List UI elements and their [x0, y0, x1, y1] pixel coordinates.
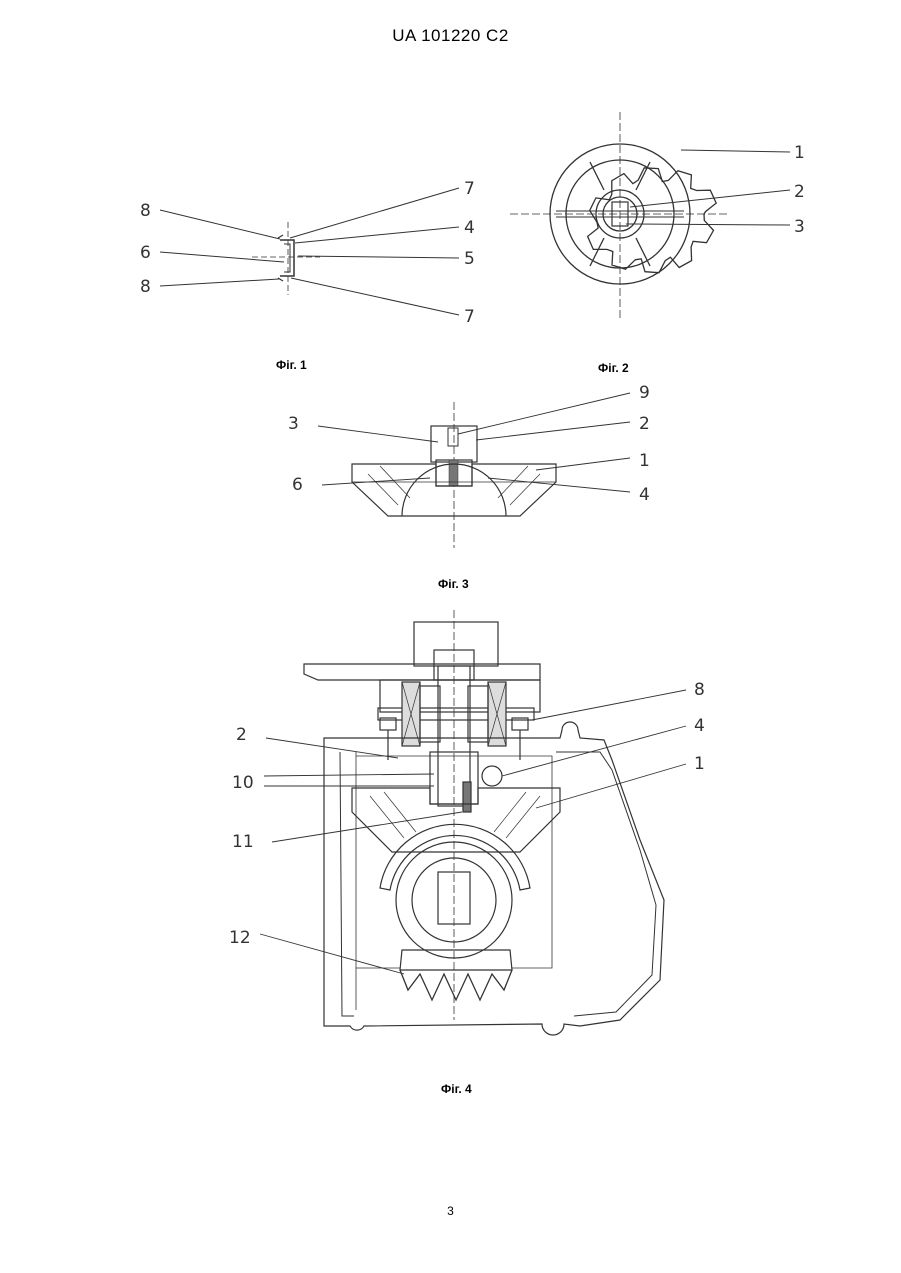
figure-4-drawing [260, 610, 686, 1035]
fig3-label-3: 3 [288, 414, 299, 434]
fig3-label-1: 1 [639, 451, 650, 471]
fig1-label-4: 4 [464, 218, 475, 238]
fig4-label-12: 12 [229, 928, 251, 948]
figure-1-drawing [160, 188, 459, 315]
fig1-label-7-top: 7 [464, 179, 475, 199]
fig3-label-9: 9 [639, 383, 650, 403]
fig4-label-8: 8 [694, 680, 705, 700]
page-number: 3 [0, 1204, 901, 1218]
fig4-label-1: 1 [694, 754, 705, 774]
fig4-label-10: 10 [232, 773, 254, 793]
fig3-label-2: 2 [639, 414, 650, 434]
fig1-label-8-bottom: 8 [140, 277, 151, 297]
fig3-label-6: 6 [292, 475, 303, 495]
fig1-label-5: 5 [464, 249, 475, 269]
fig1-label-6: 6 [140, 243, 151, 263]
fig1-label-7-bottom: 7 [464, 307, 475, 327]
fig4-label-4: 4 [694, 716, 705, 736]
fig3-label-4: 4 [639, 485, 650, 505]
fig2-label-1: 1 [794, 143, 805, 163]
fig2-label-3: 3 [794, 217, 805, 237]
fig2-label-2: 2 [794, 182, 805, 202]
figure-2-drawing [510, 112, 790, 318]
figure-4-caption: Фіг. 4 [441, 1082, 472, 1096]
figure-3-drawing [318, 393, 630, 548]
figure-2-caption: Фіг. 2 [598, 361, 629, 375]
figure-2-labels: 1 2 3 [794, 143, 805, 237]
fig4-label-2: 2 [236, 725, 247, 745]
figure-1-labels: 8 6 8 7 4 5 7 [140, 179, 475, 327]
fig1-label-8-top: 8 [140, 201, 151, 221]
fig4-label-11: 11 [232, 832, 254, 852]
figure-1-caption: Фіг. 1 [276, 358, 307, 372]
figure-3-caption: Фіг. 3 [438, 577, 469, 591]
